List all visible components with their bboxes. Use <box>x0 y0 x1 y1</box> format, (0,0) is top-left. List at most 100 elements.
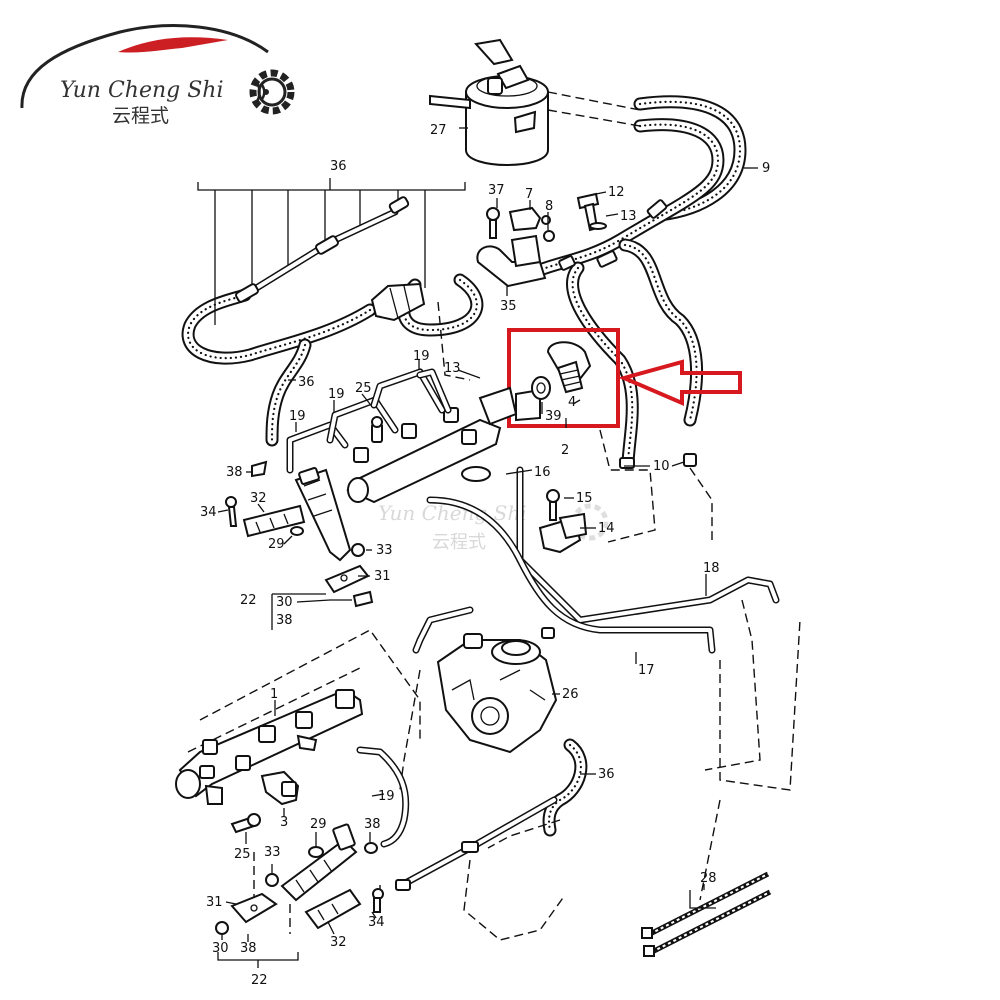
sensor-7 <box>508 206 551 232</box>
callout-32-upper: 32 <box>250 491 267 506</box>
logo-gear-icon <box>249 69 295 115</box>
high-pressure-line-17 <box>426 496 716 654</box>
callout-31-lower: 31 <box>206 895 223 910</box>
cable-ties-28 <box>641 871 772 957</box>
logo-car-swoosh <box>20 24 269 109</box>
bracket-14 <box>538 512 588 554</box>
seal-29-lower <box>308 846 324 858</box>
callout-19-d: 19 <box>378 789 395 804</box>
injector-upper <box>294 467 352 562</box>
o-ring-39 <box>531 376 551 400</box>
callout-30-upper: 30 <box>276 595 293 610</box>
callout-26: 26 <box>562 687 579 702</box>
callout-29-upper: 29 <box>268 537 285 552</box>
callout-32-lower: 32 <box>330 935 347 950</box>
callout-8: 8 <box>545 199 553 214</box>
highlight-frame <box>507 328 742 428</box>
bolt-34-lower <box>372 888 384 913</box>
callout-22-lower: 22 <box>251 973 268 988</box>
fuel-rail-upper <box>346 386 518 504</box>
callout-31-upper: 31 <box>374 569 391 584</box>
callout-17: 17 <box>638 663 655 678</box>
callout-19-c: 19 <box>289 409 306 424</box>
bolt-34-upper <box>225 496 238 527</box>
callout-34-upper: 34 <box>200 505 217 520</box>
callout-35: 35 <box>500 299 517 314</box>
callout-38-lower: 38 <box>364 817 381 832</box>
washer-13 <box>589 222 607 230</box>
nut-33-lower <box>265 873 279 887</box>
injector-lower <box>280 823 358 902</box>
callout-7: 7 <box>525 187 533 202</box>
logo-red-accent <box>118 37 228 53</box>
highlight-box <box>507 328 620 428</box>
callout-30-lower: 30 <box>212 941 229 956</box>
bracket-31-lower <box>230 892 278 924</box>
callout-10: 10 <box>653 459 670 474</box>
callout-28: 28 <box>700 871 717 886</box>
callout-36-lower: 36 <box>598 767 615 782</box>
highlight-arrow-icon <box>617 359 742 407</box>
fuel-hose-right <box>566 238 703 469</box>
callout-14: 14 <box>598 521 615 536</box>
bracket-22-lower <box>217 952 299 968</box>
return-hose-36-lower <box>542 738 588 837</box>
logo-name-en: Yun Cheng Shi <box>60 78 224 103</box>
callout-36-top: 36 <box>330 159 347 174</box>
injector-line-19-lower <box>356 746 410 848</box>
callout-25-lower: 25 <box>234 847 251 862</box>
washer-30-upper <box>352 590 374 608</box>
leader-lines <box>217 127 758 942</box>
fuel-filter-canister <box>429 38 549 166</box>
nut-33-upper <box>351 543 365 557</box>
bolt-25-lower <box>230 813 261 834</box>
callout-16: 16 <box>534 465 551 480</box>
callout-15: 15 <box>576 491 593 506</box>
bracket-35 <box>476 234 547 288</box>
callout-38-bottom: 38 <box>240 941 257 956</box>
callout-19-b: 19 <box>328 387 345 402</box>
callout-2: 2 <box>561 443 569 458</box>
callout-27: 27 <box>430 123 447 138</box>
callout-1: 1 <box>270 687 278 702</box>
connector-fittings-mid <box>558 199 697 469</box>
callout-18: 18 <box>703 561 720 576</box>
pressure-sensor-3 <box>260 770 300 806</box>
callout-38-upper: 38 <box>226 465 243 480</box>
callout-29-lower: 29 <box>310 817 327 832</box>
callout-22-upper: 22 <box>240 593 257 608</box>
rail-lower-ports <box>199 689 355 779</box>
callout-4: 4 <box>568 395 576 410</box>
pressure-regulating-valve-4 <box>515 341 592 422</box>
callout-33-upper: 33 <box>376 543 393 558</box>
fuel-rail-lower-1 <box>175 688 364 805</box>
bolts-25 <box>371 416 383 443</box>
seal-16 <box>461 466 491 482</box>
callout-9: 9 <box>762 161 770 176</box>
fuel-hose-9 <box>533 95 747 277</box>
logo-name-cn: 云程式 <box>112 105 169 127</box>
washer-38-lower <box>364 842 378 854</box>
fuel-filter-inline <box>370 282 426 322</box>
callout-39: 39 <box>545 409 562 424</box>
watermark-name-cn: 云程式 <box>432 532 486 553</box>
return-line-lower <box>395 796 558 891</box>
bolt-15 <box>546 489 560 521</box>
brand-logo: Yun Cheng Shi 云程式 <box>20 24 295 127</box>
callout-36-mid: 36 <box>298 375 315 390</box>
bolt-37 <box>486 207 500 239</box>
clamp-32-lower <box>304 888 362 930</box>
callout-37: 37 <box>488 183 505 198</box>
callout-3: 3 <box>280 815 288 830</box>
callout-13-mid: 13 <box>444 361 461 376</box>
bracket-22-upper <box>271 593 326 630</box>
bracket-31-upper <box>324 564 370 594</box>
seal-ring-8 <box>543 230 555 242</box>
callout-19-a: 19 <box>413 349 430 364</box>
seal-29-upper <box>290 526 304 536</box>
callout-34-lower: 34 <box>368 915 385 930</box>
leak-off-line-set <box>197 178 466 325</box>
line-to-rail-lower <box>412 606 474 654</box>
callout-25-mid: 25 <box>355 381 372 396</box>
